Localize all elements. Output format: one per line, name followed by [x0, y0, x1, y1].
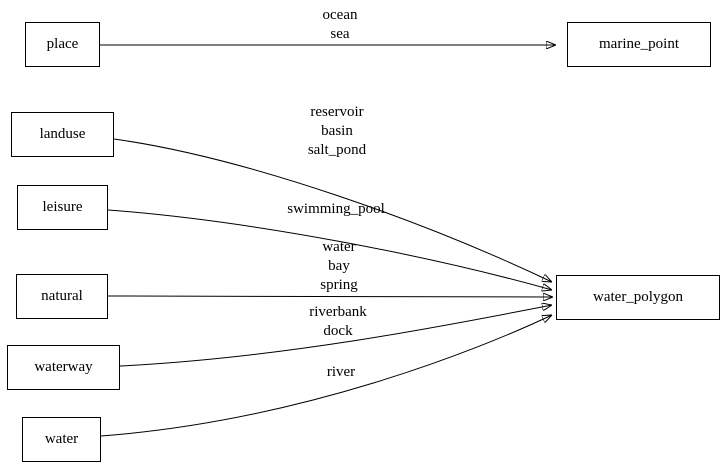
edge-landuse-water_polygon — [113, 138, 552, 282]
edge-label-reservoir-basin-salt-pond: reservoir basin salt_pond — [307, 104, 367, 158]
node-natural: natural — [16, 274, 108, 319]
edge-water-water_polygon-lower — [119, 305, 552, 367]
edge-water-water_polygon — [100, 315, 552, 437]
node-water: water — [22, 417, 101, 462]
node-place: place — [25, 22, 100, 67]
edge-natural-water_polygon — [107, 296, 553, 297]
edge-label-ocean-sea: ocean sea — [322, 7, 358, 42]
node-water-polygon: water_polygon — [556, 275, 720, 320]
node-waterway: waterway — [7, 345, 120, 390]
edge-leisure-water_polygon — [107, 209, 552, 290]
edge-label-river: river — [326, 364, 356, 380]
node-leisure: leisure — [17, 185, 108, 230]
edge-label-riverbank-dock: riverbank dock — [309, 304, 367, 339]
node-landuse: landuse — [11, 112, 114, 157]
edge-label-water-bay-spring: water bay spring — [320, 239, 358, 293]
node-marine-point: marine_point — [567, 22, 711, 67]
edge-label-swimming-pool: swimming_pool — [287, 201, 385, 217]
